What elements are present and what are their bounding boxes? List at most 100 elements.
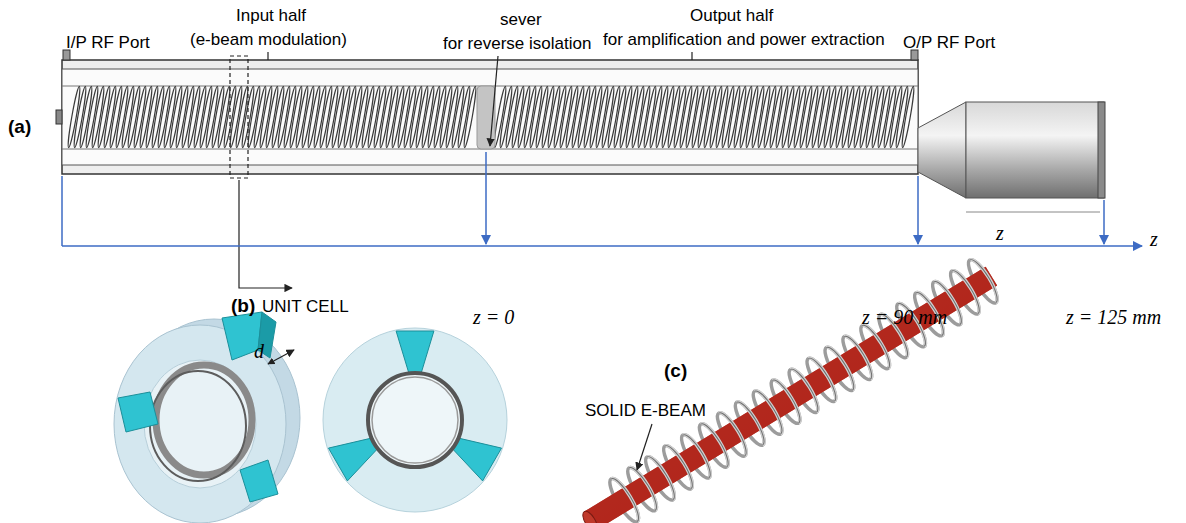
unit-cell-marker xyxy=(230,56,248,178)
outer-barrel xyxy=(62,60,918,174)
label-box: (c) xyxy=(664,360,687,382)
inner-barrel xyxy=(62,69,918,165)
support-rod xyxy=(451,438,502,481)
axis-tick xyxy=(61,176,63,246)
label-box: Input half xyxy=(236,6,306,26)
label-box: z xyxy=(996,222,1004,245)
input-connector xyxy=(56,110,62,124)
panel-letter: (a) xyxy=(8,116,31,137)
label-box: O/P RF Port xyxy=(903,33,995,53)
helix-edge xyxy=(808,355,840,401)
helix-edge xyxy=(665,442,697,488)
support-rods xyxy=(329,331,502,481)
support-rod xyxy=(118,392,158,432)
support-rod xyxy=(329,438,380,481)
electron-beam xyxy=(590,276,991,521)
helix-edge xyxy=(755,388,787,434)
label-box: (e-beam modulation) xyxy=(190,30,347,50)
helix-with-beam xyxy=(580,256,1002,523)
label-box: z xyxy=(1150,228,1158,251)
helix-edge xyxy=(862,322,894,368)
helix-ring xyxy=(368,373,462,467)
sever-label: sever xyxy=(500,10,542,29)
part-label: SOLID E-BEAM xyxy=(585,401,706,420)
label-box: (a) xyxy=(8,116,31,138)
helix-edge xyxy=(737,399,769,445)
label-box: Output half xyxy=(690,6,773,26)
helix-turn xyxy=(900,86,915,148)
leader-line xyxy=(691,52,692,60)
axis-marker xyxy=(917,176,919,244)
sever-note: for reverse isolation xyxy=(443,34,591,53)
panel-letter: (b) xyxy=(231,295,255,316)
cylinder-bore xyxy=(144,360,256,488)
helix-edge xyxy=(150,371,246,481)
panel-letter: (c) xyxy=(664,360,687,381)
helix-edge xyxy=(629,464,661,510)
z-axis xyxy=(62,152,1142,246)
helix-edge xyxy=(970,256,1002,302)
helix-edge xyxy=(719,410,751,456)
unit-cell-3d xyxy=(114,312,300,523)
dimension-arrow xyxy=(268,350,294,364)
helix-turn xyxy=(462,86,477,148)
label-box: (b) xyxy=(231,295,255,317)
taper xyxy=(918,102,966,198)
beam-end xyxy=(580,509,600,523)
support-rod xyxy=(240,460,278,502)
helix-edge xyxy=(952,267,984,313)
collector xyxy=(966,102,1104,198)
helix-front xyxy=(611,256,1002,521)
section-label: Input half xyxy=(236,6,306,25)
dimension-label: d xyxy=(254,340,264,362)
label-box: z = 90 mm xyxy=(862,306,947,329)
helix-edge xyxy=(790,366,822,412)
collector-cap xyxy=(1098,102,1105,198)
helix-edge xyxy=(773,377,805,423)
label-box: for reverse isolation xyxy=(443,34,591,54)
position-label: z = 125 mm xyxy=(1066,306,1161,328)
cylinder-face xyxy=(323,328,507,512)
port-label: O/P RF Port xyxy=(903,33,995,52)
label-box: sever xyxy=(500,10,542,30)
label-box: d xyxy=(254,340,264,363)
leader-arrow xyxy=(490,56,498,146)
panel-title: UNIT CELL xyxy=(262,297,349,316)
port-label: I/P RF Port xyxy=(66,33,150,52)
axis-label: z xyxy=(1150,228,1158,250)
axis-line xyxy=(62,245,1142,247)
label-box: z = 0 xyxy=(473,306,514,329)
unit-cell-front xyxy=(323,328,507,512)
helix-ring-inner xyxy=(372,377,458,463)
axis-marker xyxy=(1103,200,1105,244)
helix-edge xyxy=(701,421,733,467)
helix-turn xyxy=(611,475,643,521)
helix-edge xyxy=(683,431,715,477)
tube-section xyxy=(56,50,1105,212)
leader-arrow xyxy=(637,424,652,470)
unit-cell-pointer xyxy=(239,180,292,288)
helix-edge xyxy=(647,453,679,499)
section-note: (e-beam modulation) xyxy=(190,30,347,49)
label-box: for amplification and power extraction xyxy=(603,30,885,50)
label-box: UNIT CELL xyxy=(262,297,349,317)
position-label: z = 0 xyxy=(473,306,514,328)
axis-marker xyxy=(485,152,487,244)
label-box: z = 125 mm xyxy=(1066,306,1161,329)
helix-edge xyxy=(844,333,876,379)
helix-edge xyxy=(826,344,858,390)
helix-edge xyxy=(611,475,643,521)
position-label: z = 90 mm xyxy=(862,306,947,328)
section-note: for amplification and power extraction xyxy=(603,30,885,49)
support-rod xyxy=(396,331,434,375)
axis-label: z xyxy=(996,222,1004,244)
electron-beam xyxy=(590,276,991,521)
label-box: SOLID E-BEAM xyxy=(585,401,706,421)
cylinder-front xyxy=(114,325,286,523)
section-label: Output half xyxy=(690,6,773,25)
collector-edge xyxy=(966,212,1100,213)
leader-line xyxy=(267,52,268,60)
label-box: I/P RF Port xyxy=(66,33,150,53)
